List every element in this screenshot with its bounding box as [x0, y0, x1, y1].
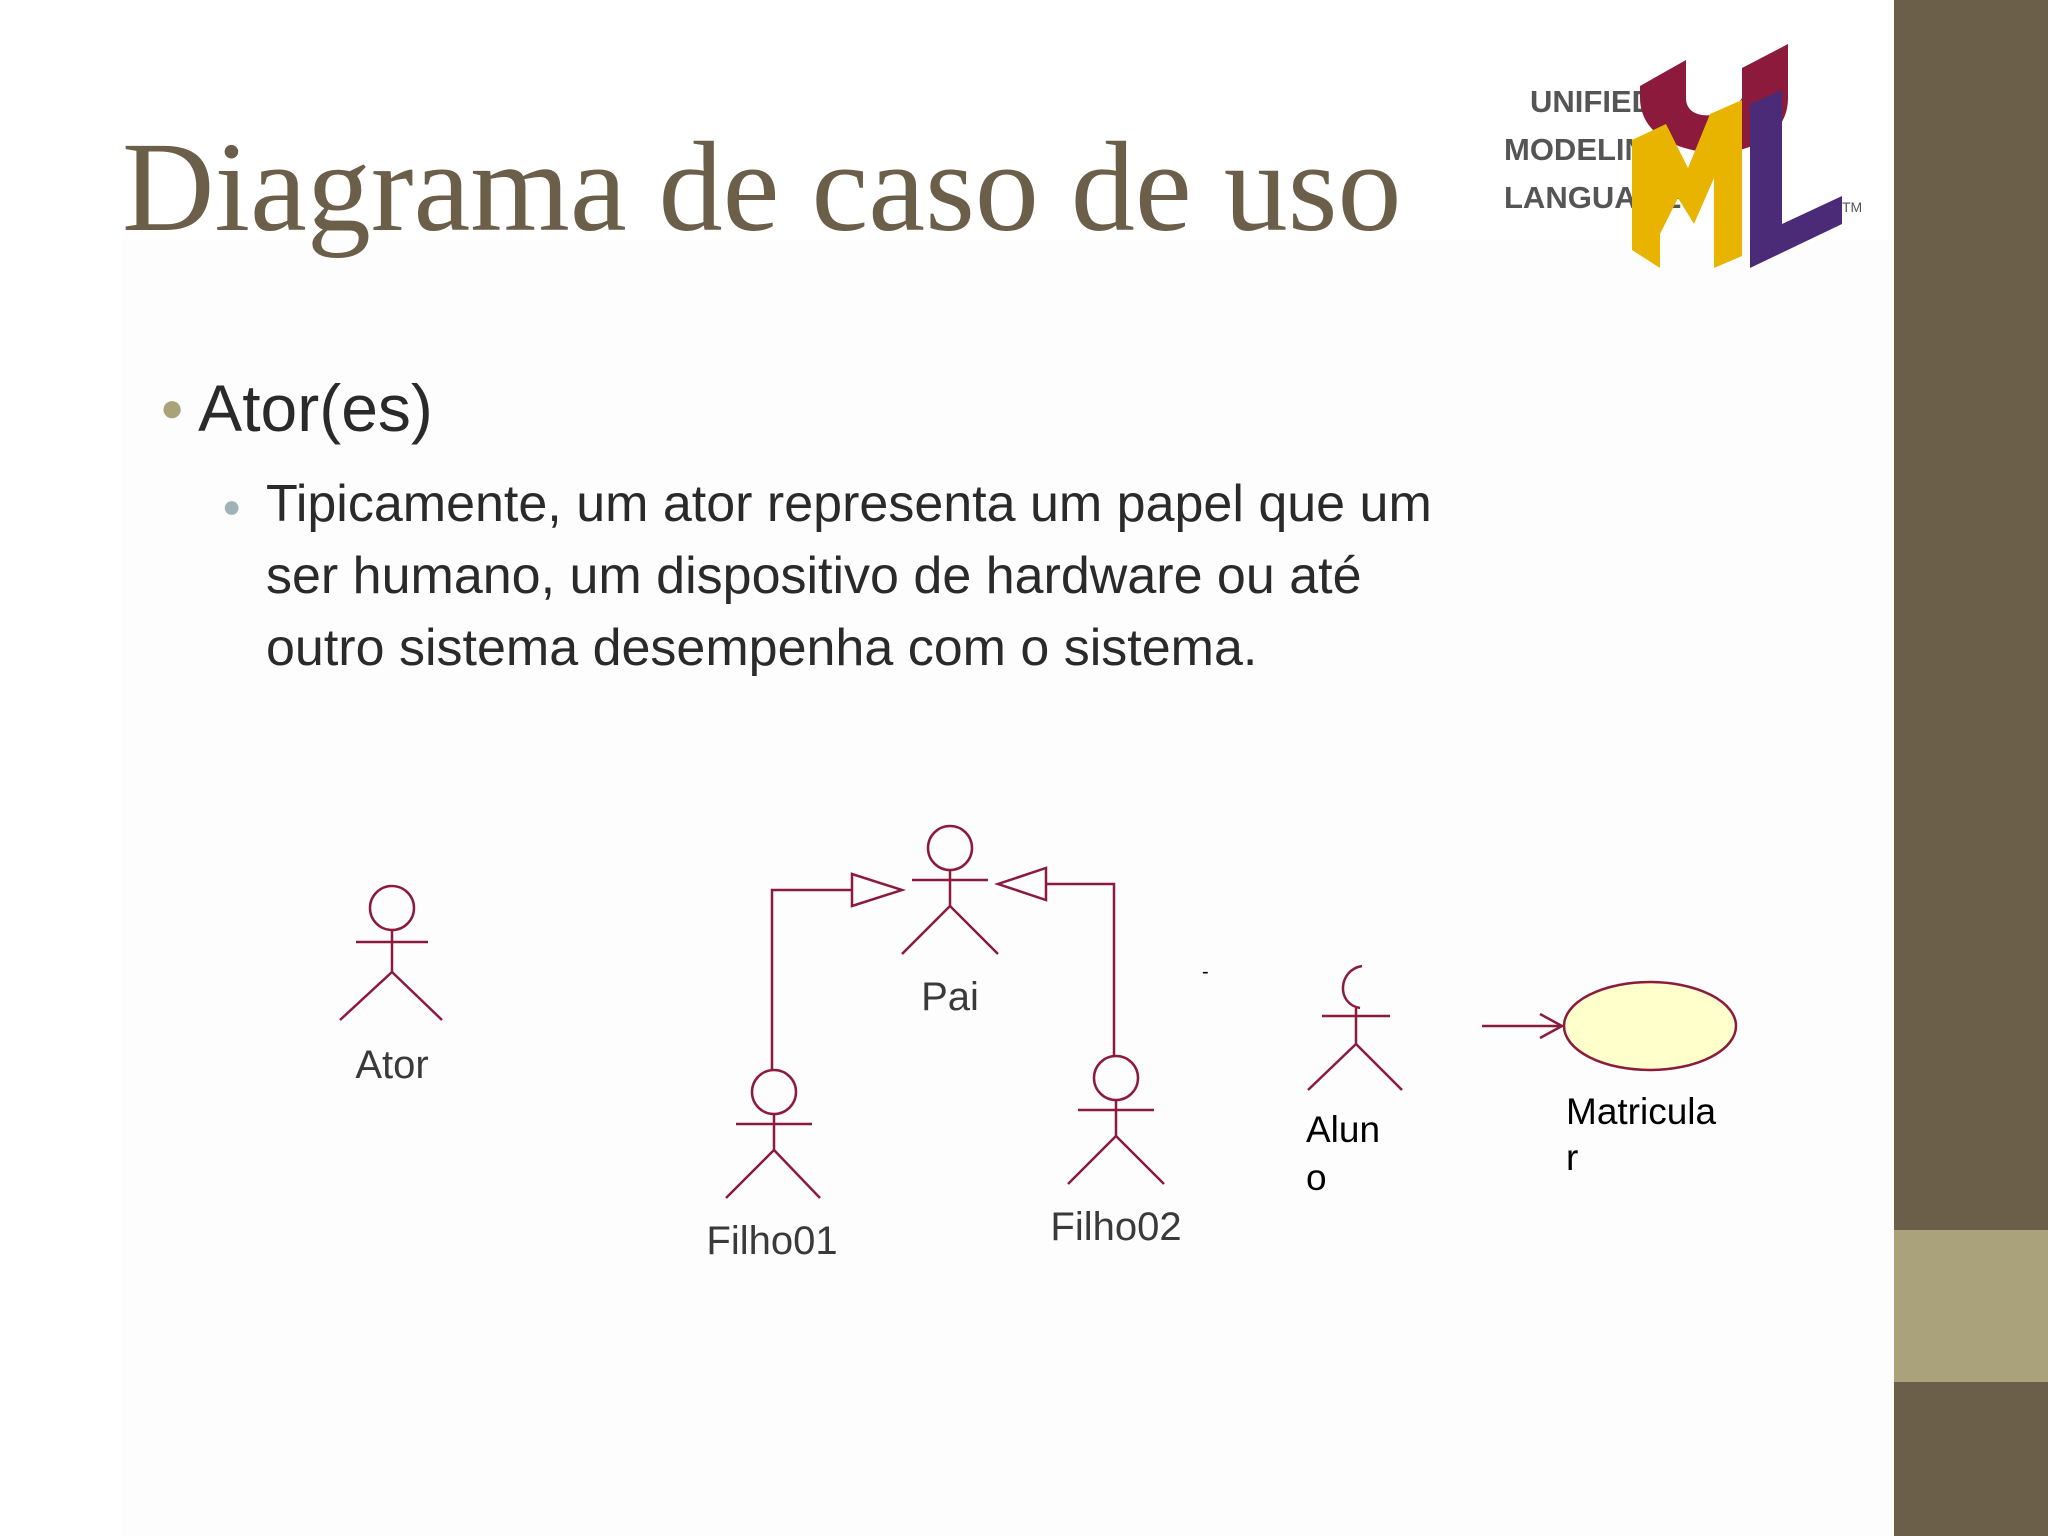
bullet-level1-text: Ator(es) [198, 371, 433, 445]
logo-letter-l [1750, 90, 1842, 268]
association-arrow [1482, 1012, 1565, 1040]
usecase-matricular-ellipse [1562, 980, 1738, 1072]
actor-filho02-figure [1067, 1054, 1165, 1185]
usecase-matricular-label-line2: r [1566, 1137, 1578, 1178]
bullet-level2-line: ser humano, um dispositivo de hardware o… [266, 547, 1362, 605]
actor-ator-figure [339, 884, 443, 1021]
logo-line-unified: UNIFIED [1530, 84, 1654, 119]
usecase-matricular-label-line1: Matricula [1566, 1091, 1717, 1132]
side-accent-block [1894, 1230, 2048, 1382]
logo-letter-m [1632, 100, 1742, 268]
actor-aluno-label-line2: o [1306, 1157, 1327, 1198]
bullet-dot-icon: ● [222, 488, 242, 524]
bullet-level2-line: outro sistema desempenha com o sistema. [266, 619, 1258, 677]
slide-title: Diagrama de caso de uso [122, 116, 1402, 258]
actor-aluno-figure [1307, 964, 1403, 1091]
bullet-dot-icon: ● [160, 386, 185, 430]
actor-filho02-label: Filho02 [1050, 1205, 1181, 1249]
actor-pai-figure [901, 824, 999, 955]
actor-pai-label: Pai [921, 975, 979, 1019]
actor-ator-label: Ator [355, 1043, 428, 1087]
generalization-filho02-pai [994, 866, 1116, 1056]
actor-filho01-figure [725, 1068, 821, 1199]
bullet-level2-line: Tipicamente, um ator representa um papel… [266, 475, 1432, 533]
bullet-level1: ● Ator(es) [160, 368, 433, 448]
logo-trademark: TM [1842, 199, 1862, 215]
bullet-level2: ● Tipicamente, um ator representa um pap… [222, 468, 1662, 684]
generalization-filho01-pai [770, 872, 907, 1070]
actor-aluno-label-line1: Alun [1306, 1109, 1380, 1150]
actor-filho01-label: Filho01 [706, 1219, 837, 1263]
stray-dash: - [1202, 961, 1209, 983]
uml-logo: UNIFIED MODELING LANGUAGE TM [1504, 44, 1862, 268]
